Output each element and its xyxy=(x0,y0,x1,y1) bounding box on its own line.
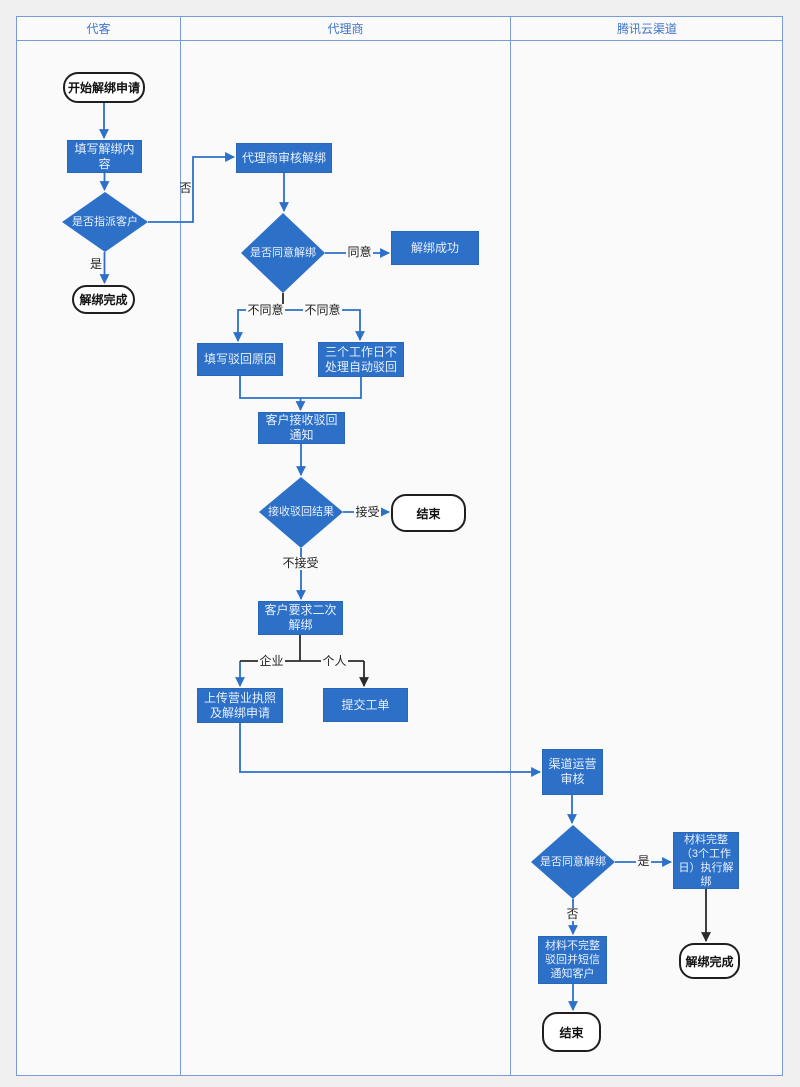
lane-header-agent: 代理商 xyxy=(181,17,510,41)
unbind-done-node-2: 解绑完成 xyxy=(679,943,740,979)
edge-label-yes-1: 是 xyxy=(89,256,102,271)
edge-label-no-1: 否 xyxy=(179,180,192,195)
second-unbind-node: 客户要求二次解绑 xyxy=(258,601,343,635)
lane-header-customer: 代客 xyxy=(17,17,180,41)
upload-license-node: 上传营业执照及解绑申请 xyxy=(197,688,283,723)
receive-result-decision-diamond xyxy=(259,477,343,548)
material-complete-node: 材料完整（3个工作日）执行解绑 xyxy=(673,832,739,889)
assign-decision-label: 是否指派客户 xyxy=(72,215,138,228)
channel-agree-decision-diamond xyxy=(531,825,615,899)
customer-receive-node: 客户接收驳回通知 xyxy=(258,412,345,444)
edge-label-agree: 同意 xyxy=(346,245,373,259)
edge-label-disagree-1: 不同意 xyxy=(246,303,285,317)
flowchart-canvas xyxy=(16,16,783,1076)
receive-result-decision-label: 接收驳回结果 xyxy=(268,505,334,518)
edge-label-personal: 个人 xyxy=(321,654,348,668)
decision-diamonds xyxy=(62,192,615,899)
agree-decision-diamond xyxy=(241,213,325,293)
submit-ticket-node: 提交工单 xyxy=(323,688,408,722)
edge-label-yes-2: 是 xyxy=(636,854,651,868)
edge-label-not-accept: 不接受 xyxy=(281,556,320,570)
lane-divider-1 xyxy=(180,16,181,1076)
agree-decision-label: 是否同意解绑 xyxy=(250,246,316,259)
material-incomplete-node: 材料不完整驳回并短信通知客户 xyxy=(538,936,607,984)
lane-header-tencent-channel: 腾讯云渠道 xyxy=(511,17,783,41)
fill-unbind-node: 填写解绑内容 xyxy=(67,140,142,173)
unbind-done-node-1: 解绑完成 xyxy=(72,285,135,314)
end-node-1: 结束 xyxy=(391,494,466,532)
edge-label-no-2: 否 xyxy=(565,907,580,921)
end-node-2: 结束 xyxy=(542,1012,601,1052)
edge-label-accept: 接受 xyxy=(354,505,381,519)
blue-connectors xyxy=(99,103,672,1011)
assign-decision-diamond xyxy=(62,192,148,252)
channel-agree-decision-label: 是否同意解绑 xyxy=(540,855,606,868)
unbind-success-node: 解绑成功 xyxy=(391,231,479,265)
auto-reject-node: 三个工作日不处理自动驳回 xyxy=(318,342,404,377)
edge-label-enterprise: 企业 xyxy=(258,654,285,668)
start-node: 开始解绑申请 xyxy=(63,72,145,103)
lane-divider-2 xyxy=(510,16,511,1076)
edge-label-disagree-2: 不同意 xyxy=(303,303,342,317)
agent-review-node: 代理商审核解绑 xyxy=(236,143,332,173)
fill-reject-reason-node: 填写驳回原因 xyxy=(197,343,283,376)
channel-review-node: 渠道运营审核 xyxy=(542,749,603,795)
